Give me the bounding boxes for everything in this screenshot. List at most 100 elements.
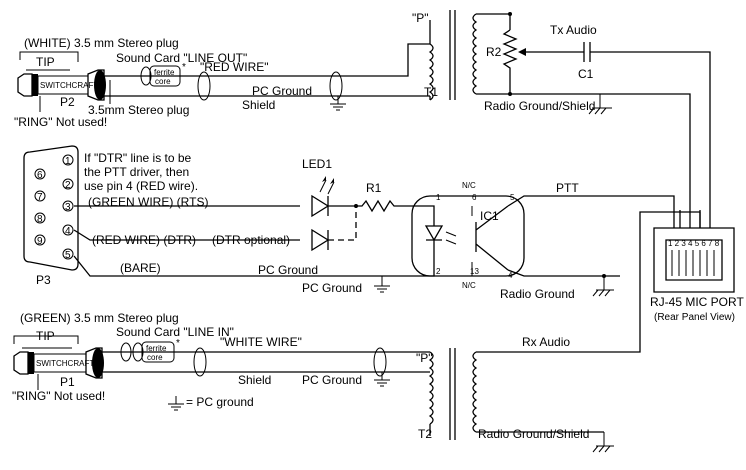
bottom-radio-ground-label: Radio Ground/Shield: [478, 427, 589, 441]
bottom-white-wire-label: "WHITE WIRE": [220, 335, 302, 349]
top-plug-title: (WHITE) 3.5 mm Stereo plug: [24, 36, 179, 50]
bottom-plug-title: (GREEN) 3.5 mm Stereo plug: [20, 311, 179, 325]
ptt-wire: [507, 195, 675, 210]
svg-text:ferrite: ferrite: [154, 68, 175, 77]
ic1-nc-bottom: N/C: [462, 281, 476, 290]
t2-p-label: "P": [416, 351, 433, 365]
top-red-wire: [104, 43, 430, 77]
t1-label: T1: [424, 85, 438, 99]
rj45-pin-numbers: 1 2 3 4 5 6 7 8: [668, 239, 720, 248]
rx-audio-wire: [476, 228, 641, 353]
middle-section: 6 1 7 2 8 3 9 4 5 P3 If "DTR" line is to…: [23, 145, 675, 301]
pc-ground-label-2: PC Ground: [302, 281, 362, 295]
svg-text:8: 8: [37, 214, 43, 225]
p2-brand: SWITCHCRAFT: [40, 81, 98, 90]
bottom-shield-ring-1: [193, 347, 207, 377]
pc-ground-label-1: PC Ground: [258, 263, 318, 277]
mid-pc-ground-symbol: [374, 276, 390, 293]
top-red-wire-label: "RED WIRE": [200, 60, 269, 74]
dtr-wire: [73, 229, 300, 241]
top-pc-ground: PC Ground: [252, 84, 312, 98]
top-shield-ring-1: [197, 71, 211, 101]
resistor-r2: [502, 29, 518, 94]
bottom-tip-label: TIP: [36, 329, 55, 343]
bottom-radio-ground-symbol: [592, 432, 614, 453]
db9-connector: [23, 145, 79, 271]
top-plug-sub: 3.5mm Stereo plug: [88, 103, 189, 117]
transformer-t1: [428, 10, 478, 101]
bottom-soundcard-label: Sound Card "LINE IN": [116, 325, 234, 339]
ic1-pin2: 2: [436, 267, 441, 276]
mid-radio-ground-label: Radio Ground: [500, 287, 575, 301]
top-tip-label: TIP: [36, 55, 55, 69]
t2-label: T2: [418, 427, 432, 441]
ic1-optocoupler: [411, 195, 525, 277]
ic1-pin5: 5: [510, 193, 515, 202]
svg-text:4: 4: [65, 226, 71, 237]
bottom-section: (GREEN) 3.5 mm Stereo plug TIP SWITCHCRA…: [12, 228, 641, 453]
ic1-pin13: 13: [470, 267, 479, 276]
bare-ground-wire: [73, 255, 420, 277]
top-pc-ground-symbol: [330, 96, 346, 111]
t1-secondary-bottom: [476, 93, 691, 210]
svg-text:9: 9: [37, 236, 43, 247]
dtr-note-line3: use pin 4 (RED wire).: [84, 179, 198, 193]
svg-text:*: *: [182, 62, 186, 73]
plug-p1-label: P1: [60, 375, 75, 389]
svg-text:7: 7: [37, 192, 43, 203]
p1-brand: SWITCHCRAFT: [36, 359, 94, 368]
ic1-pin6: 6: [472, 193, 477, 202]
svg-text:*: *: [176, 338, 180, 349]
top-shield-ring-2: [329, 71, 343, 101]
top-ferrite-core: ferrite core *: [140, 62, 186, 87]
plug-p1: SWITCHCRAFT: [13, 347, 104, 379]
svg-text:core: core: [155, 77, 171, 86]
bottom-ring-note: "RING" Not used!: [12, 389, 105, 403]
svg-text:ferrite: ferrite: [146, 344, 167, 353]
rj45-mic-port: 1 2 3 4 5 6 7 8: [639, 210, 735, 293]
top-section: (WHITE) 3.5 mm Stereo plug TIP SWITCHCRA…: [14, 10, 711, 210]
ic1-nc-top: N/C: [462, 181, 476, 190]
bottom-ferrite-core: ferrite core *: [120, 338, 180, 363]
ic1-internal-led: [420, 205, 444, 277]
dtr-note-line1: If "DTR" line is to be: [84, 151, 192, 165]
ptt-label: PTT: [556, 181, 579, 195]
mid-radio-ground-symbol: [592, 276, 614, 297]
transformer-t2: [428, 348, 478, 440]
led1-label: LED1: [302, 157, 332, 171]
ic1-light-arrows: [445, 231, 457, 245]
mid-radio-ground-wire: [507, 269, 620, 277]
svg-text:3: 3: [65, 202, 71, 213]
top-shield-label: Shield: [242, 98, 275, 112]
p3-label: P3: [36, 273, 51, 287]
plug-p2: SWITCHCRAFT: [17, 69, 106, 101]
dtr-optional-label: (DTR optional): [212, 233, 290, 247]
svg-text:5: 5: [65, 250, 71, 261]
legend-ground-symbol: [168, 396, 184, 411]
bottom-tip-bracket: [13, 335, 79, 344]
r2-label: R2: [486, 45, 502, 59]
r1-label: R1: [366, 181, 382, 195]
led1: [311, 176, 335, 218]
top-soundcard-label: Sound Card "LINE OUT": [116, 51, 247, 65]
svg-text:6: 6: [37, 170, 43, 181]
ic1-internal-transistor: [475, 205, 509, 271]
led-dtr: [311, 228, 330, 252]
tx-audio-label: Tx Audio: [550, 23, 597, 37]
ic1-pin4: 4: [508, 271, 513, 280]
red-wire-label: (RED WIRE) (DTR): [92, 233, 196, 247]
legend-text: = PC ground: [186, 395, 254, 409]
rj45-label: RJ-45 MIC PORT: [650, 295, 744, 309]
ic1-pin1: 1: [436, 193, 441, 202]
db9-pins: 6 1 7 2 8 3 9 4 5: [34, 154, 74, 261]
rj45-sublabel: (Rear Panel View): [654, 312, 735, 323]
resistor-r1: [328, 199, 420, 213]
c1-label: C1: [578, 67, 594, 81]
top-ring-note: "RING" Not used!: [14, 115, 107, 129]
bottom-shield-label: Shield: [238, 373, 271, 387]
svg-text:core: core: [147, 353, 163, 362]
bottom-shield-ring-2: [373, 347, 387, 377]
top-radio-ground-symbol: [588, 94, 612, 115]
